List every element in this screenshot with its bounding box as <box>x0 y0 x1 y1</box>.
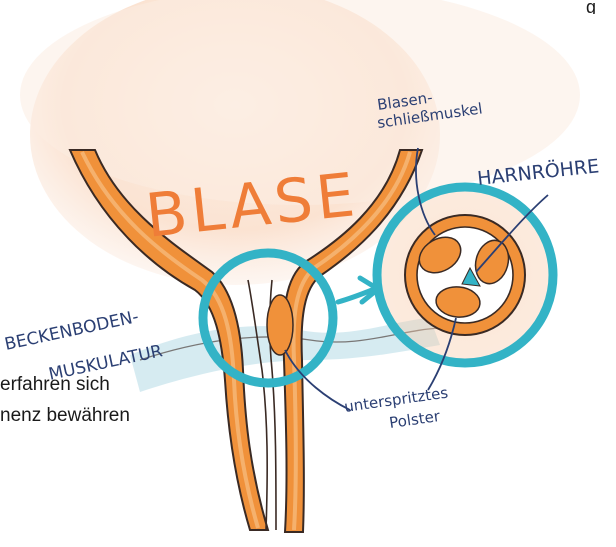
injected-cushion <box>267 295 293 355</box>
label-pelvic-1: BECKENBODEN- <box>3 307 140 355</box>
overlay-text-line-2: nenz bewähren <box>0 405 130 427</box>
overlay-text-line-1: erfahren sich <box>0 374 110 396</box>
overlay-text-top-fragment: g <box>586 0 596 14</box>
label-cushion-2: Polster <box>388 407 442 432</box>
